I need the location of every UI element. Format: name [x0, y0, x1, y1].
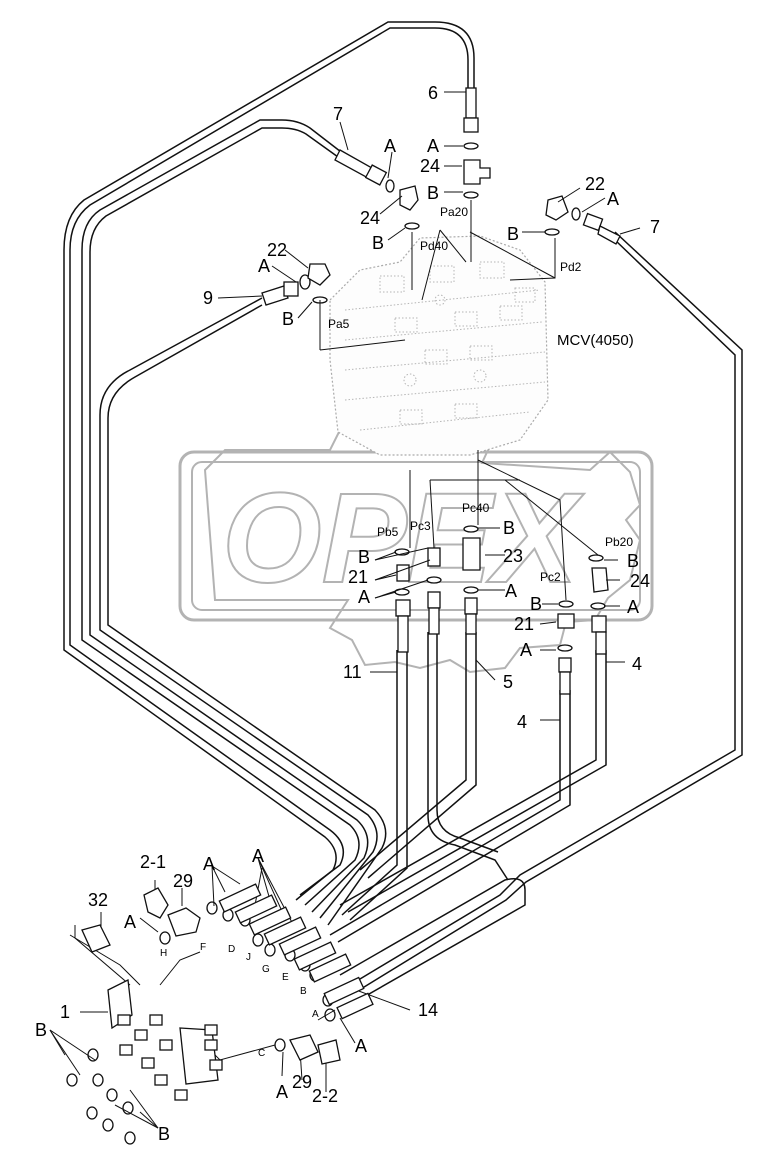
watermark-gear — [203, 411, 642, 674]
port-pd2: Pd2 — [560, 260, 582, 274]
ring-a-pb20: A — [627, 597, 639, 617]
ring-a-left: A — [258, 256, 270, 276]
part-5: 5 — [503, 672, 513, 692]
hose-letter-j: J — [246, 952, 251, 963]
labels: MCV(4050) 6 A 24 B Pa20 7 A 24 B Pd40 22… — [35, 83, 660, 1144]
part-21-mid: 21 — [348, 567, 368, 587]
drop-hoses — [329, 632, 607, 943]
port-pd40: Pd40 — [420, 239, 448, 253]
port-pb5: Pb5 — [377, 525, 399, 539]
part-4-right: 4 — [632, 654, 642, 674]
ring-a-top: A — [427, 136, 439, 156]
part-7-right: 7 — [650, 217, 660, 237]
ring-a-right-top: A — [607, 189, 619, 209]
ring-a-left-top: A — [384, 136, 396, 156]
part-9: 9 — [203, 288, 213, 308]
elbow-2-2 — [317, 1039, 341, 1065]
part-21-right: 21 — [514, 614, 534, 634]
hose-letter-c: C — [258, 1048, 265, 1059]
junction-block — [66, 883, 374, 1145]
hose-bundle — [63, 21, 743, 1003]
ring-b-mid-left: B — [358, 547, 370, 567]
part-29-bottom: 29 — [292, 1072, 312, 1092]
port-pc40: Pc40 — [462, 501, 490, 515]
bolt-32 — [81, 924, 111, 953]
part-32: 32 — [88, 890, 108, 910]
block-fittings — [117, 1014, 223, 1101]
hose-letter-a: A — [312, 1009, 319, 1020]
part-2-1: 2-1 — [140, 852, 166, 872]
hose-letter-g: G — [262, 964, 270, 975]
ring-a-mid-left: A — [358, 587, 370, 607]
part-2-2: 2-2 — [312, 1086, 338, 1106]
ring-a-bottom-top: A — [203, 854, 215, 874]
part-7-left: 7 — [333, 104, 343, 124]
part-24-top: 24 — [420, 156, 440, 176]
part-22-left: 22 — [267, 240, 287, 260]
ring-b-left: B — [282, 309, 294, 329]
ring-b-top: B — [427, 183, 439, 203]
hose-letter-d: D — [228, 944, 235, 955]
hose-letter-e: E — [282, 972, 289, 983]
hose-ends — [218, 883, 374, 1020]
port-pa5: Pa5 — [328, 317, 350, 331]
port-pb20: Pb20 — [605, 535, 633, 549]
fittings — [261, 87, 621, 695]
part-1: 1 — [60, 1002, 70, 1022]
part-11: 11 — [343, 662, 362, 682]
leader-lines — [49, 91, 641, 1129]
tee-29-upper — [167, 907, 201, 937]
hose-letter-f: F — [200, 942, 206, 953]
ring-b-right-top: B — [507, 224, 519, 244]
part-23: 23 — [503, 546, 523, 566]
ring-b-left-top: B — [372, 233, 384, 253]
watermark: OPEX — [178, 411, 654, 674]
ring-a-bottom-left: A — [124, 912, 136, 932]
hose-letter-b: B — [300, 986, 307, 997]
part-4-mid: 4 — [517, 712, 527, 732]
part-29-top: 29 — [173, 871, 193, 891]
port-pa20: Pa20 — [440, 205, 468, 219]
valve-label: MCV(4050) — [557, 332, 634, 349]
ring-b-bottom-left: B — [35, 1020, 47, 1040]
part-24-mid: 24 — [630, 571, 650, 591]
ring-b-pc2: B — [530, 594, 542, 614]
part-6: 6 — [428, 83, 438, 103]
ring-a-bottom-2: A — [276, 1082, 288, 1102]
ring-a-bottom-top-2: A — [252, 846, 264, 866]
ring-a-mid: A — [505, 581, 517, 601]
main-control-valve — [329, 235, 549, 456]
ring-b-pb20: B — [627, 551, 639, 571]
ring-b-pc40: B — [503, 518, 515, 538]
watermark-frame-inner — [191, 461, 641, 611]
watermark-text: OPEX — [222, 467, 584, 610]
port-pc3: Pc3 — [410, 519, 431, 533]
part-22-right: 22 — [585, 174, 605, 194]
part-24-left: 24 — [360, 208, 380, 228]
valve-outline — [329, 235, 549, 456]
hose-letter-h: H — [160, 948, 167, 959]
ring-a-right-mid: A — [520, 640, 532, 660]
tee-29-lower — [289, 1034, 319, 1061]
port-pc2: Pc2 — [540, 570, 561, 584]
elbow-2-1 — [143, 887, 169, 919]
part-14: 14 — [418, 1000, 438, 1020]
ring-b-bottom: B — [158, 1124, 170, 1144]
ring-a-bottom-right: A — [355, 1036, 367, 1056]
